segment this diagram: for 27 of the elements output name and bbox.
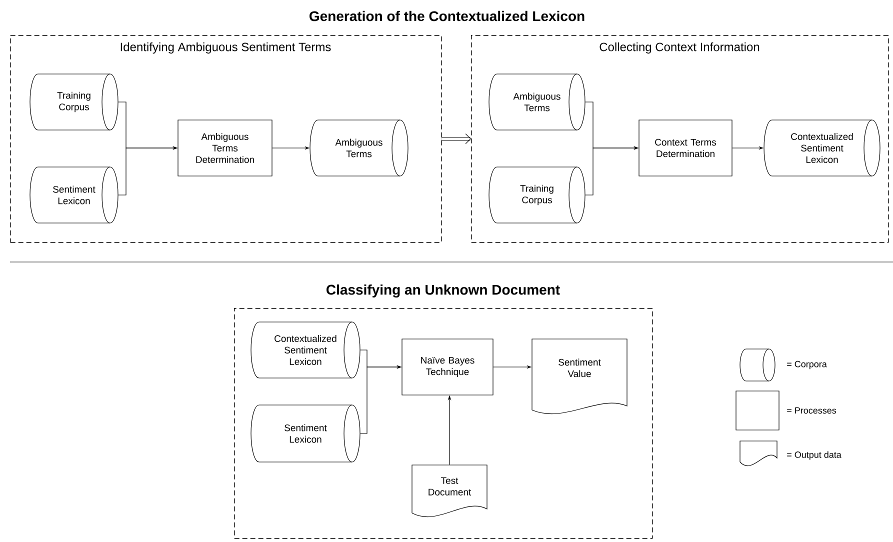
corpus-cylinder: Training Corpus	[30, 74, 118, 130]
process-box: Naïve Bayes Technique	[402, 338, 494, 396]
node-label: Training Corpus	[57, 92, 90, 112]
node-label: Ambiguous Terms	[513, 92, 560, 112]
node-label: Ambiguous Terms	[335, 138, 382, 158]
arrow	[442, 134, 471, 144]
process-box: Context Terms Determination	[638, 120, 732, 176]
node-label: Sentiment Lexicon	[284, 424, 327, 443]
corpus-cylinder: Training Corpus	[488, 166, 586, 224]
legend-text: = Output data	[787, 451, 842, 460]
corpus-cylinder: Ambiguous Terms	[488, 74, 586, 130]
legend-text: = Processes	[787, 407, 836, 414]
corpus-cylinder: Sentiment Lexicon	[250, 404, 360, 462]
node-label: Training Corpus	[520, 184, 554, 206]
corpus-cylinder: Sentiment Lexicon	[30, 166, 118, 224]
corpus-cylinder: Contextualized Sentiment Lexicon	[250, 322, 360, 378]
process-box: Ambiguous Terms Determination	[178, 120, 272, 176]
document-shape: Test Document	[412, 464, 488, 518]
corpus-cylinder: Ambiguous Terms	[310, 120, 408, 176]
document-shape: Sentiment Value	[532, 338, 628, 414]
node-label: Contextualized Sentiment Lexicon	[274, 335, 336, 365]
diagram-title: Generation of the Contextualized Lexicon	[310, 10, 584, 22]
corpus-cylinder: Contextualized Sentiment Lexicon	[764, 120, 880, 176]
legend-text: = Corpora	[787, 360, 827, 370]
node-label: Sentiment Lexicon	[53, 186, 96, 204]
node-label: Contextualized Sentiment Lexicon	[791, 133, 853, 163]
node-label: Classifying an Unknown Document	[326, 284, 560, 298]
